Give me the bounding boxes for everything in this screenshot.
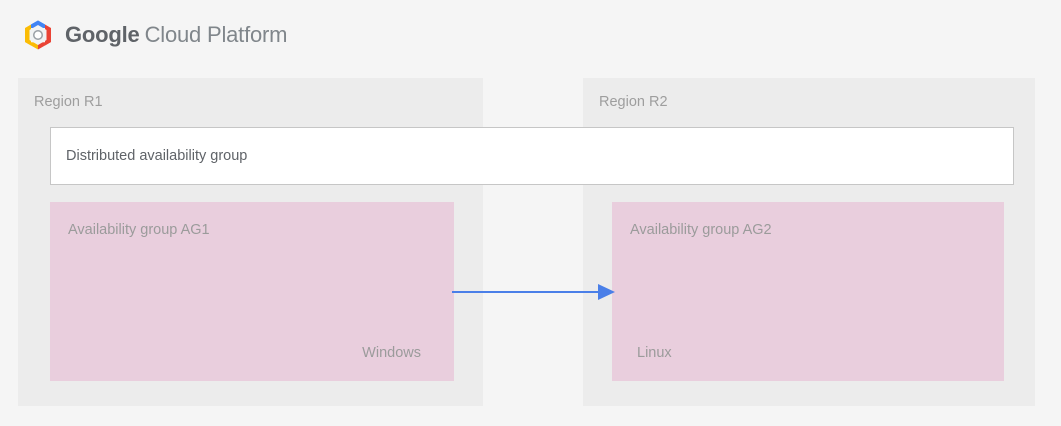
availability-group-box-ag2: Availability group AG2 Linux bbox=[612, 202, 1004, 381]
availability-group-title-ag2: Availability group AG2 bbox=[630, 222, 772, 238]
distributed-availability-group-label: Distributed availability group bbox=[66, 148, 248, 164]
brand-primary-text: Google bbox=[65, 22, 140, 47]
brand-secondary-text: Cloud Platform bbox=[144, 22, 288, 47]
availability-group-box-ag1: Availability group AG1 Windows bbox=[50, 202, 454, 381]
availability-group-title-ag1: Availability group AG1 bbox=[68, 222, 210, 238]
distributed-availability-group-box: Distributed availability group bbox=[50, 127, 1014, 185]
google-cloud-platform-logo-icon bbox=[22, 19, 54, 51]
os-label-windows: Windows bbox=[362, 345, 421, 361]
region-label-r1: Region R1 bbox=[34, 94, 103, 110]
os-label-linux: Linux bbox=[637, 345, 672, 361]
region-label-r2: Region R2 bbox=[599, 94, 668, 110]
